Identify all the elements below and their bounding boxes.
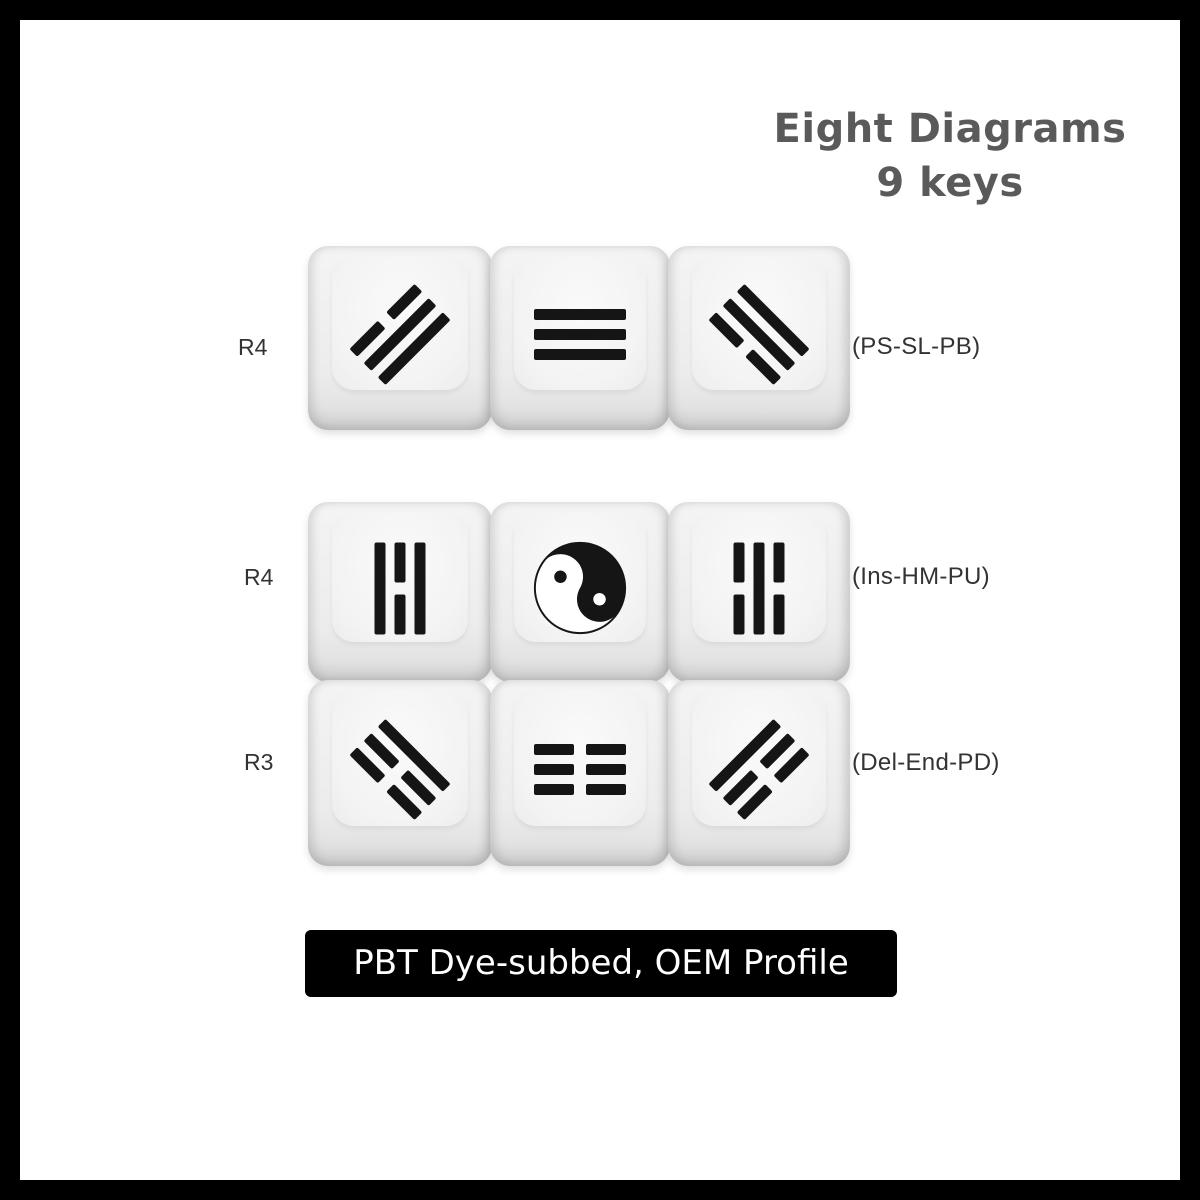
row-1-keys-label: (PS-SL-PB) (852, 333, 981, 360)
keycap-row1-left (308, 246, 492, 430)
keycap-row2-left (308, 502, 492, 682)
keycap-row3-center (490, 680, 670, 866)
material-profile-banner: PBT Dye-subbed, OEM Profile (305, 930, 897, 997)
keycap-row3-left (308, 680, 492, 866)
keycap-row1-right (668, 246, 850, 430)
row-2-keys-label: (Ins-HM-PU) (852, 563, 990, 590)
keycap-row3-right (668, 680, 850, 866)
product-image-canvas: Eight Diagrams 9 keys R4 (PS-SL-PB) R4 (… (20, 20, 1180, 1180)
banner-text: PBT Dye-subbed, OEM Profile (353, 943, 849, 983)
row-2-profile-label: R4 (244, 564, 274, 590)
keycap-row2-center (490, 502, 670, 682)
title-line-1: Eight Diagrams (773, 106, 1127, 152)
keycap-row2-right (668, 502, 850, 682)
keycap-row1-center (490, 246, 670, 430)
row-1-profile-label: R4 (238, 334, 268, 360)
row-3-keys-label: (Del-End-PD) (852, 749, 1000, 776)
product-title: Eight Diagrams 9 keys (740, 102, 1160, 210)
title-line-2: 9 keys (876, 160, 1024, 206)
row-3-profile-label: R3 (244, 749, 274, 775)
